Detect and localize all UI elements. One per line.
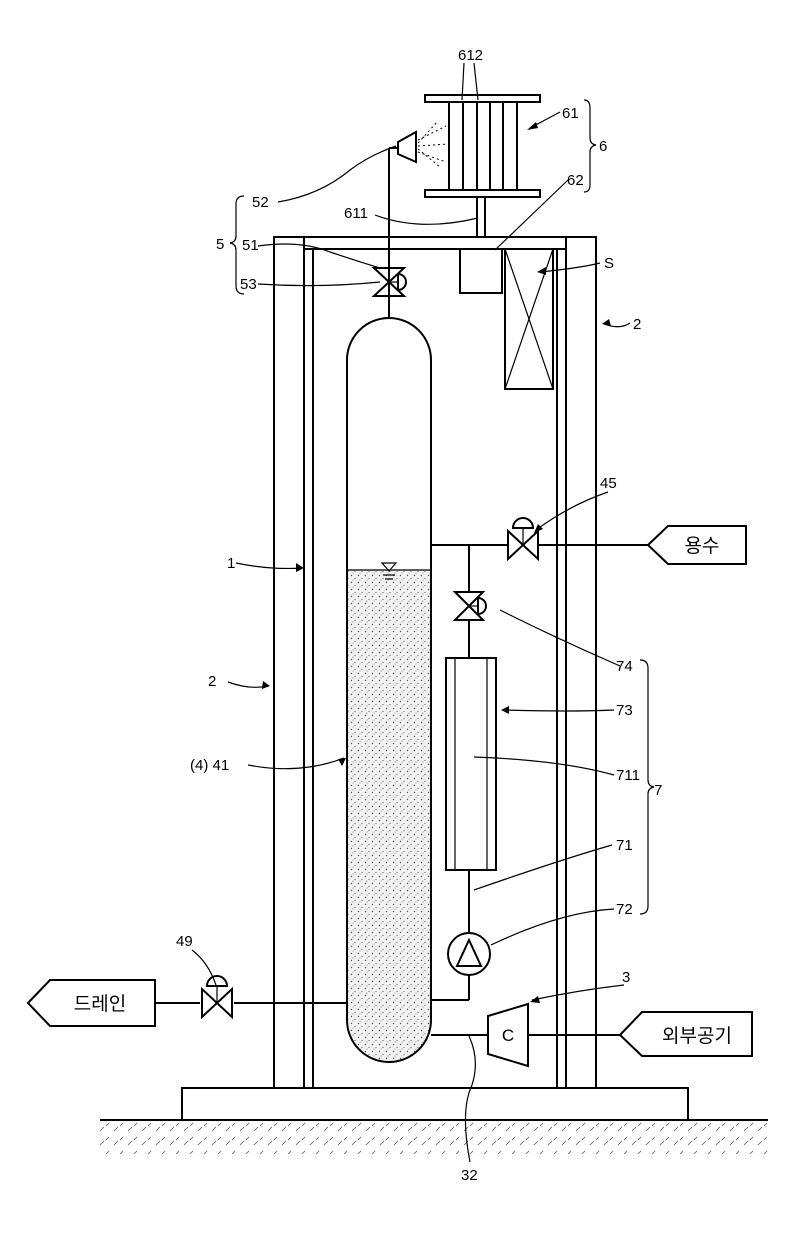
- water-supply-box: 용수: [648, 526, 746, 564]
- label-711: 711: [616, 767, 640, 784]
- label-3: 3: [622, 969, 630, 986]
- label-51: 51: [242, 237, 259, 254]
- inner-housing: [304, 249, 566, 1088]
- filter-unit: [446, 658, 496, 870]
- water-supply-label: 용수: [685, 536, 720, 557]
- label-2-left: 2: [208, 673, 216, 690]
- label-52: 52: [252, 194, 269, 211]
- label-62: 62: [567, 172, 584, 189]
- label-61: 61: [562, 105, 579, 122]
- spray-nozzle: [398, 121, 448, 167]
- outside-air-label: 외부공기: [662, 1025, 732, 1047]
- label-2-right: 2: [633, 316, 641, 333]
- label-49: 49: [176, 933, 193, 950]
- label-45: 45: [600, 475, 617, 492]
- label-612: 612: [458, 47, 483, 64]
- label-5: 5: [216, 236, 224, 253]
- label-7: 7: [654, 782, 662, 799]
- label-71: 71: [616, 837, 633, 854]
- valve-74[interactable]: [455, 592, 486, 620]
- arrowheads: [262, 122, 611, 1003]
- drain-label: 드레인: [74, 993, 126, 1015]
- compressor-label: C: [502, 1026, 514, 1045]
- label-S: S: [604, 255, 614, 272]
- label-74: 74: [616, 658, 633, 675]
- compressor: C: [488, 1004, 528, 1066]
- base-plinth: [182, 1088, 688, 1120]
- storage-tank: [347, 318, 431, 1062]
- label-6: 6: [599, 138, 607, 155]
- heat-exchanger: [425, 95, 540, 237]
- label-53: 53: [240, 276, 257, 293]
- label-41: (4) 41: [190, 757, 229, 774]
- label-72: 72: [616, 901, 633, 918]
- label-611: 611: [344, 205, 368, 222]
- drain-box: 드레인: [28, 980, 155, 1026]
- label-1: 1: [227, 555, 235, 572]
- braces: [230, 100, 654, 914]
- pump-72: [448, 933, 490, 975]
- insulation-wall: [274, 237, 596, 1088]
- valve-49[interactable]: [202, 976, 232, 1017]
- ground: [100, 1120, 768, 1154]
- label-73: 73: [616, 702, 633, 719]
- connector-62: [460, 249, 502, 293]
- label-32: 32: [461, 1167, 478, 1184]
- valve-45[interactable]: [508, 518, 538, 559]
- outside-air-box: 외부공기: [620, 1012, 752, 1056]
